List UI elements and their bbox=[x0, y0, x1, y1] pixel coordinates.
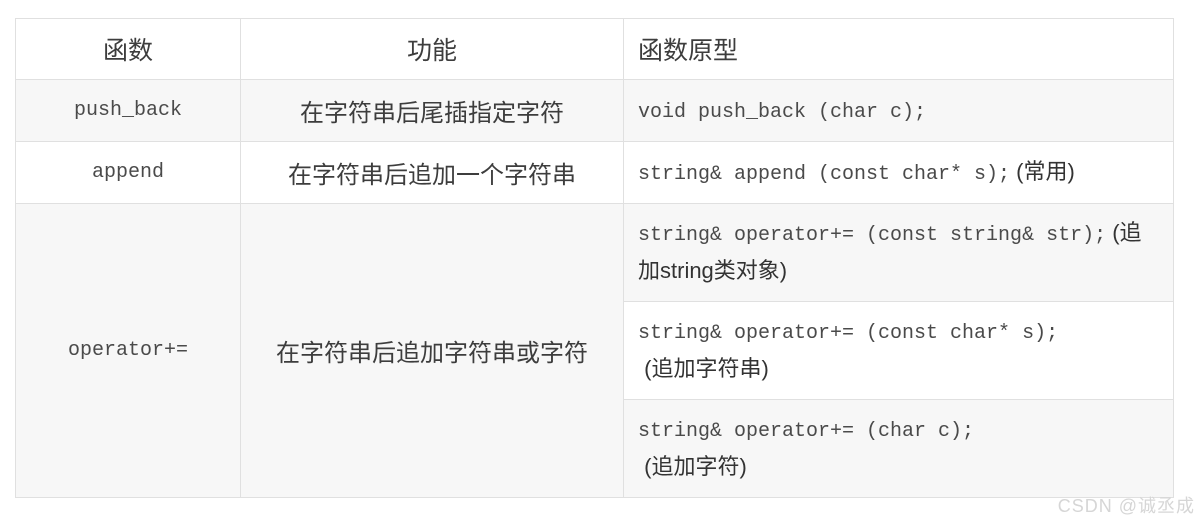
prototype-note: (追加string类对象) bbox=[638, 219, 1142, 283]
table-row-push-back: push_back 在字符串后尾插指定字符 void push_back (ch… bbox=[15, 79, 1174, 142]
function-name: operator+= bbox=[67, 339, 189, 362]
prototype-code: string& operator+= (char c); bbox=[638, 419, 975, 443]
function-prototype-cell: string& append (const char* s); (常用) bbox=[623, 141, 1174, 204]
function-name: append bbox=[91, 161, 164, 184]
column-header-function: 函数 bbox=[15, 18, 241, 80]
function-prototype-cell: string& operator+= (const char* s); (追加字… bbox=[623, 301, 1174, 400]
function-desc-cell: 在字符串后追加字符串或字符 bbox=[240, 203, 624, 498]
function-name-cell: push_back bbox=[15, 79, 241, 142]
function-name-cell: append bbox=[15, 141, 241, 204]
function-prototype-cell: void push_back (char c); bbox=[623, 79, 1174, 142]
prototype-note: (追加字符串) bbox=[638, 355, 769, 381]
table-row-append: append 在字符串后追加一个字符串 string& append (cons… bbox=[15, 141, 1174, 204]
prototype-code: string& operator+= (const string& str); bbox=[638, 223, 1107, 247]
table-row-operator-append-2: string& operator+= (const char* s); (追加字… bbox=[16, 301, 1174, 400]
table-row-operator-append-1: operator+= 在字符串后追加字符串或字符 string& operato… bbox=[15, 203, 1174, 498]
function-name-cell: operator+= bbox=[15, 203, 241, 498]
prototype-note: (追加字符) bbox=[638, 453, 747, 479]
prototype-note: (常用) bbox=[1010, 158, 1075, 184]
function-name: push_back bbox=[73, 99, 183, 122]
csdn-watermark: CSDN @诚丞成 bbox=[1057, 496, 1195, 516]
string-functions-table: 函数 功能 函数原型 push_back 在字符串后尾插指定字符 void pu… bbox=[15, 18, 1174, 498]
column-header-feature: 功能 bbox=[240, 18, 624, 80]
function-prototype-cell: string& operator+= (const string& str); … bbox=[623, 203, 1174, 302]
column-header-prototype: 函数原型 bbox=[623, 18, 1174, 80]
prototype-code: string& operator+= (const char* s); bbox=[638, 321, 1059, 345]
header-row: 函数 功能 函数原型 bbox=[15, 18, 1174, 80]
table-row-operator-append-3: string& operator+= (char c); (追加字符) bbox=[16, 399, 1174, 498]
function-prototype-cell: string& operator+= (char c); (追加字符) bbox=[623, 399, 1174, 498]
prototype-code: string& append (const char* s); bbox=[638, 162, 1011, 186]
function-desc-cell: 在字符串后尾插指定字符 bbox=[240, 79, 624, 142]
function-desc-cell: 在字符串后追加一个字符串 bbox=[240, 141, 624, 204]
prototype-code: void push_back (char c); bbox=[638, 100, 927, 124]
